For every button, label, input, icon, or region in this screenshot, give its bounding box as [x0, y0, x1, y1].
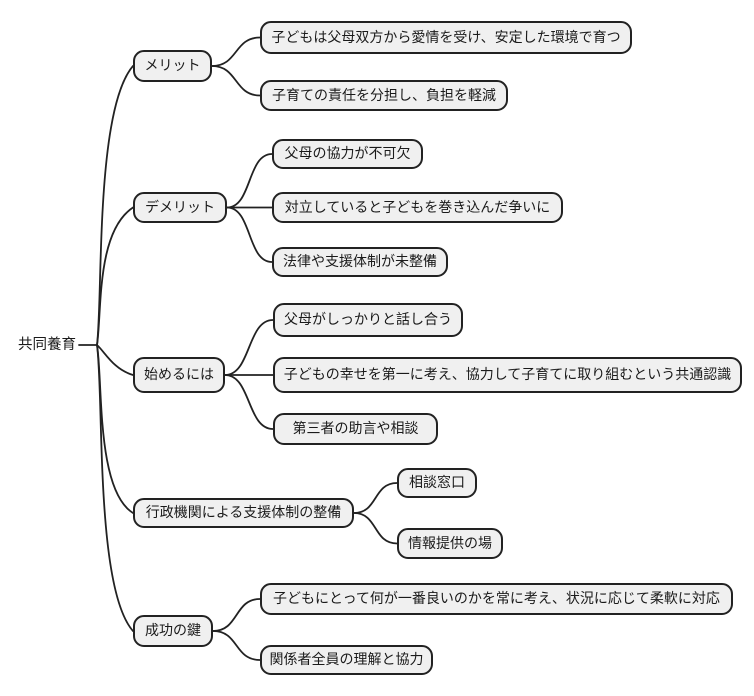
branch-gov-support: 行政機関による支援体制の整備: [133, 498, 354, 528]
connector-root-to-how-to-start: [96, 344, 134, 376]
leaf-gov-support-2: 情報提供の場: [397, 528, 503, 559]
leaf-key-to-success-2: 関係者全員の理解と協力: [260, 645, 433, 675]
connector-key-to-success-child-2: [212, 630, 261, 661]
leaf-demerits-3: 法律や支援体制が未整備: [272, 247, 448, 277]
leaf-gov-support-1: 相談窓口: [397, 468, 477, 498]
connector-merits-child-2: [211, 65, 261, 97]
connector-key-to-success-child-1: [212, 598, 261, 632]
branch-how-to-start: 始めるには: [133, 357, 225, 393]
connector-gov-support-child-2: [353, 512, 398, 545]
leaf-how-to-start-1: 父母がしっかりと話し合う: [273, 303, 463, 337]
connector-demerits-child-3: [226, 206, 273, 263]
branch-merits: メリット: [133, 50, 212, 82]
root-node-label: 共同養育: [18, 337, 76, 353]
connector-root-to-merits: [96, 65, 134, 346]
branch-key-to-success: 成功の鍵: [133, 615, 213, 647]
leaf-merits-2: 子育ての責任を分担し、負担を軽減: [260, 80, 508, 111]
connector-demerits-child-1: [226, 153, 273, 209]
leaf-how-to-start-2: 子どもの幸せを第一に考え、協力して子育てに取り組むという共通認識: [273, 357, 742, 393]
leaf-demerits-1: 父母の協力が不可欠: [272, 139, 423, 169]
leaf-demerits-2: 対立していると子どもを巻き込んだ争いに: [272, 192, 563, 223]
branch-demerits: デメリット: [133, 192, 227, 223]
connector-gov-support-child-1: [353, 482, 398, 514]
connector-merits-child-1: [211, 36, 261, 67]
leaf-merits-1: 子どもは父母双方から愛情を受け、安定した環境で育つ: [260, 21, 632, 54]
connector-root-to-key-to-success: [96, 344, 134, 632]
leaf-key-to-success-1: 子どもにとって何が一番良いのかを常に考え、状況に応じて柔軟に対応: [260, 583, 733, 615]
connector-root-to-demerits: [96, 206, 134, 346]
leaf-how-to-start-3: 第三者の助言や相談: [273, 413, 438, 445]
connector-how-to-start-child-1: [224, 319, 274, 376]
connector-how-to-start-child-3: [224, 374, 274, 430]
